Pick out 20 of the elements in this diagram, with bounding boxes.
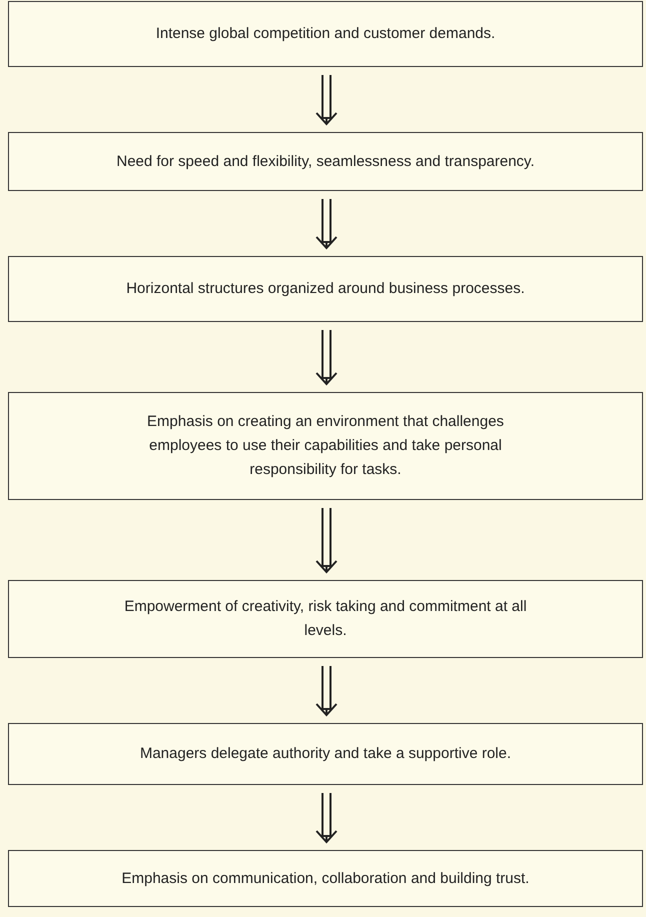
- box-text: Need for speed and flexibility, seamlessness and transparency.: [116, 152, 534, 172]
- process-box: [8, 256, 643, 322]
- double-arrow: [316, 507, 338, 573]
- box-text: Horizontal structures organized around business processes.: [126, 279, 525, 299]
- box-text: Emphasis on creating an environment that challenges employees to use their capabilities and take personal responsibility for tasks.: [146, 412, 505, 480]
- box-text: Emphasis on communication, collaboration and building trust.: [122, 868, 530, 888]
- double-arrow: [316, 198, 338, 249]
- double-arrow: [316, 792, 338, 843]
- double-arrow: [316, 665, 338, 716]
- box-text: Empowerment of creativity, risk taking and commitment at all levels.: [123, 597, 528, 641]
- process-box: [8, 723, 643, 785]
- process-box: [8, 1, 643, 67]
- process-box: [8, 850, 643, 907]
- box-text: Managers delegate authority and take a supportive role.: [140, 744, 512, 764]
- process-box: [8, 132, 643, 191]
- process-box: [8, 580, 643, 658]
- process-box: [8, 392, 643, 500]
- double-arrow: [316, 74, 338, 125]
- box-text: Intense global competition and customer demands.: [156, 24, 496, 44]
- double-arrow: [316, 329, 338, 385]
